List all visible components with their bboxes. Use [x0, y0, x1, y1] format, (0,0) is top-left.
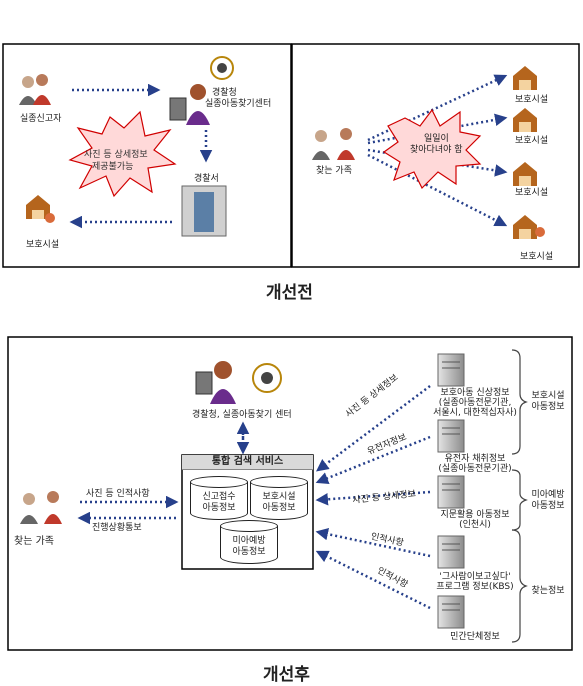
- arrow-label-to-family: 진행상황통보: [92, 523, 142, 533]
- db-shelter-line-1: 보호시설: [262, 492, 296, 502]
- arrow-source-3: [315, 490, 431, 506]
- arrow-source-2: [315, 435, 431, 485]
- server-icon-1: [437, 353, 465, 387]
- source-5-line-1: 민간단체정보: [450, 632, 500, 642]
- arrow-label-to-service: 사진 등 인적사항: [86, 489, 150, 499]
- source-1-line-3: 서울시, 대한적십자사): [433, 408, 517, 418]
- source-3-line-1: 지문활용 아동정보: [440, 510, 510, 520]
- police-label-after: 경찰청, 실종아동찾기 센터: [192, 410, 292, 420]
- right-shelter-label-3: 보호시설: [515, 188, 549, 198]
- source-4-line-1: '그사람이보고싶다': [439, 572, 511, 582]
- family-icon-before: [312, 128, 355, 160]
- shelter-house-icon-2: [513, 108, 537, 132]
- arrow-source-5: [315, 550, 431, 610]
- shelter-house-icon-4: [513, 215, 545, 239]
- shelter-house-icon-3: [513, 162, 537, 186]
- family-label-before: 찾는 가족: [316, 166, 352, 176]
- police-operator-icon: [169, 84, 210, 125]
- arrow-family-to-shelter-3: [367, 148, 508, 177]
- police-operator-icon-after: [195, 361, 236, 404]
- source-3-label: 지문활용 아동정보 (인천시): [432, 510, 518, 530]
- arrow-family-to-shelter-2: [367, 113, 508, 145]
- police-emblem-icon: [210, 56, 234, 80]
- burst-right-text-1: 일일이: [424, 134, 449, 144]
- arrow-family-to-shelter-4: [367, 153, 508, 227]
- station-label: 경찰서: [194, 174, 219, 184]
- burst-left-text-1: 사진 등 상세정보: [84, 150, 148, 160]
- arrow-source-4: [315, 527, 431, 558]
- source-1-line-1: 보호아동 신상정보: [440, 388, 510, 398]
- server-icon-4: [437, 535, 465, 569]
- source-1-line-2: (실종아동전문기관,: [438, 398, 512, 408]
- burst-right-text-2: 찾아다녀야 함: [410, 145, 463, 155]
- source-2-label: 유전자 채취정보 (실종아동전문기관): [432, 454, 518, 474]
- source-2-line-2: (실종아동전문기관): [438, 464, 512, 474]
- police-station-icon: [181, 185, 227, 237]
- source-5-label: 민간단체정보: [432, 632, 518, 642]
- family-icon-after: [20, 491, 62, 524]
- brace-2: [511, 469, 528, 531]
- group-2-line-2: 아동정보: [531, 501, 565, 511]
- source-1-label: 보호아동 신상정보 (실종아동전문기관, 서울시, 대한적십자사): [432, 388, 518, 418]
- db-report-line-1: 신고접수: [202, 492, 236, 502]
- burst-left-text-2: 제공불가능: [92, 162, 134, 172]
- before-right-frame: [291, 43, 580, 268]
- db-report-line-2: 아동정보: [202, 503, 236, 513]
- right-shelter-label-2: 보호시설: [515, 136, 549, 146]
- shelter-label-before: 보호시설: [26, 240, 60, 250]
- brace-3: [511, 529, 528, 643]
- shelter-house-icon-before-left: [26, 195, 55, 223]
- after-frame: [7, 336, 573, 651]
- reporter-icon: [19, 74, 51, 105]
- before-left-frame: [2, 43, 292, 268]
- caption-after: 개선후: [263, 665, 310, 685]
- right-shelter-label-4: 보호시설: [520, 252, 554, 262]
- caption-before: 개선전: [266, 283, 313, 303]
- arrow-source-1: [316, 385, 431, 472]
- family-label-after: 찾는 가족: [14, 536, 54, 547]
- group-label-1: 보호시설 아동정보: [528, 391, 568, 413]
- group-3-line-1: 찾는정보: [531, 586, 565, 596]
- db-prevent-line-1: 미아예방: [232, 536, 266, 546]
- group-label-3: 찾는정보: [528, 586, 568, 596]
- police-emblem-icon-after: [252, 363, 282, 393]
- db-prevent-line-2: 아동정보: [232, 547, 266, 557]
- group-label-2: 미아예방 아동정보: [528, 490, 568, 512]
- police-label-2: 실종아동찾기센터: [205, 99, 272, 109]
- source-3-line-2: (인천시): [459, 520, 491, 530]
- brace-1: [511, 349, 528, 455]
- server-icon-2: [437, 419, 465, 453]
- group-1-line-2: 아동정보: [531, 402, 565, 412]
- source-4-label: '그사람이보고싶다' 프로그램 정보(KBS): [432, 572, 518, 592]
- group-1-line-1: 보호시설: [531, 391, 565, 401]
- burst-right: [382, 108, 482, 190]
- source-2-line-1: 유전자 채취정보: [444, 454, 506, 464]
- shelter-house-icon-1: [513, 66, 537, 90]
- server-icon-5: [437, 595, 465, 629]
- burst-left: [68, 110, 177, 198]
- group-2-line-1: 미아예방: [531, 490, 565, 500]
- service-title: 통합 검색 서비스: [182, 455, 313, 470]
- police-label-1: 경찰청: [212, 88, 237, 98]
- server-icon-3: [437, 475, 465, 509]
- db-shelter-line-2: 아동정보: [262, 503, 296, 513]
- reporter-label: 실종신고자: [20, 114, 62, 124]
- right-shelter-label-1: 보호시설: [515, 95, 549, 105]
- source-4-line-2: 프로그램 정보(KBS): [436, 582, 514, 592]
